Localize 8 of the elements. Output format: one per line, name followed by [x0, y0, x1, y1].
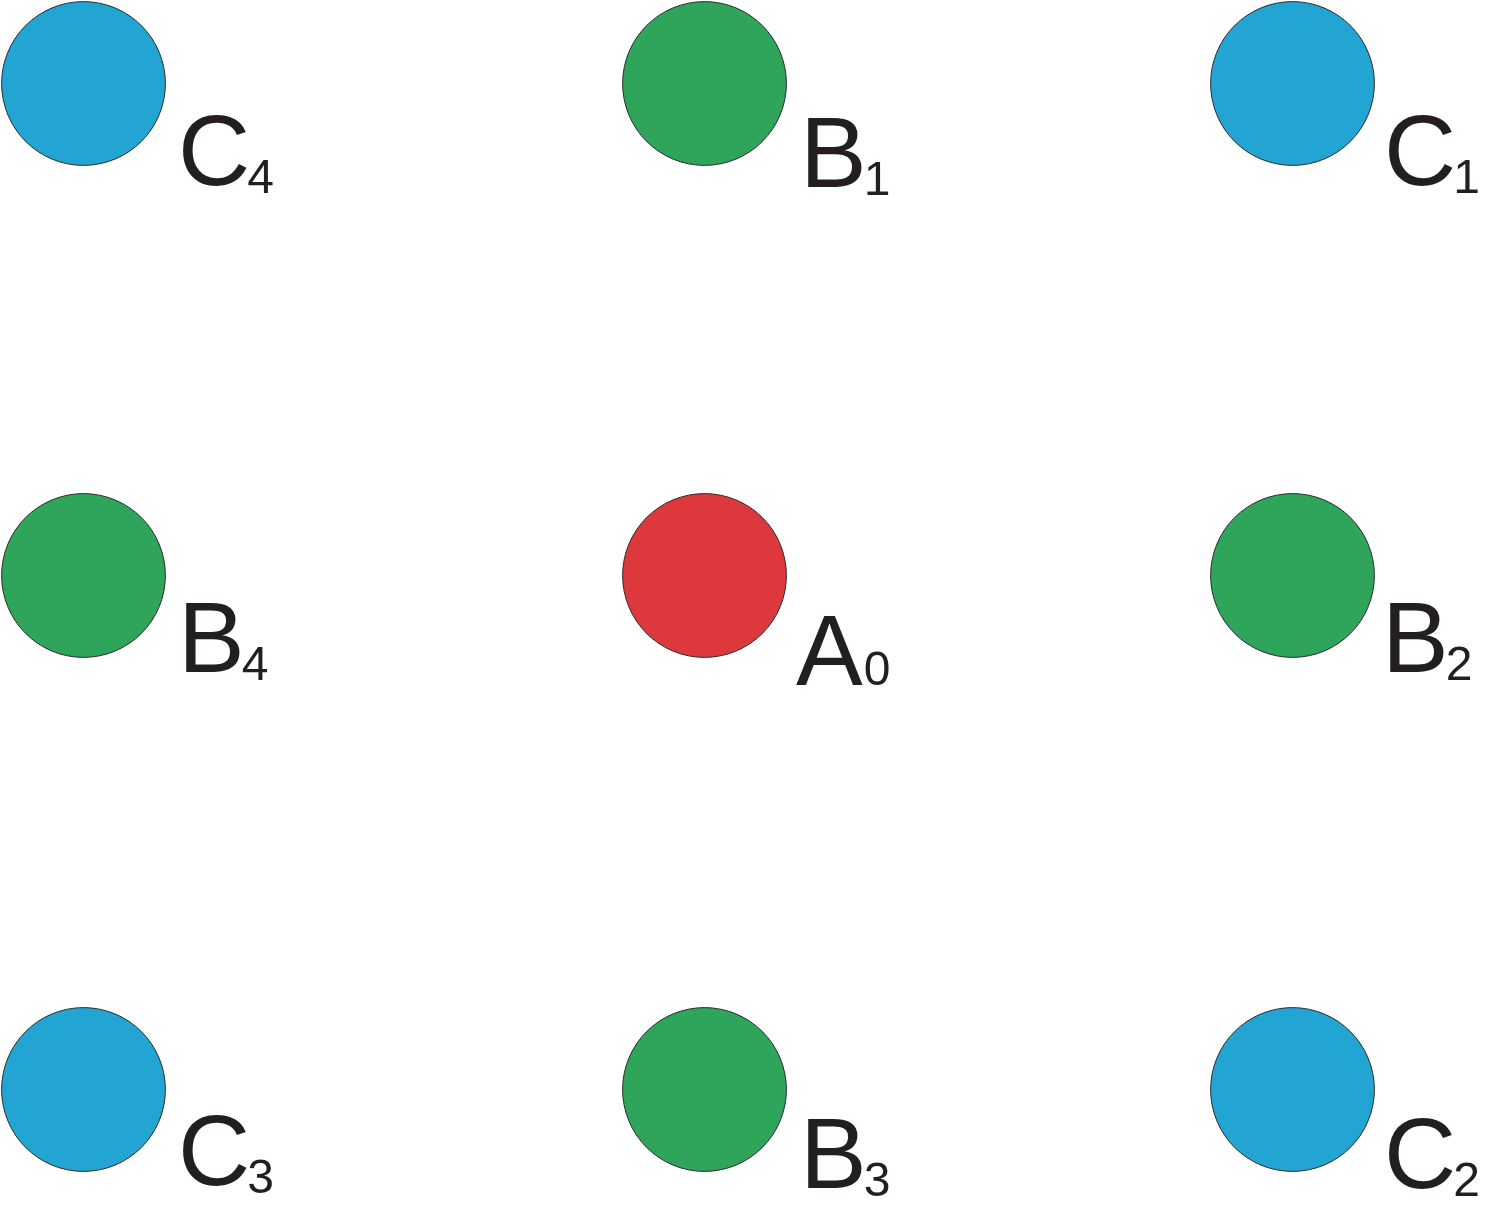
point-label: B$_{2}$	[1382, 587, 1473, 687]
point-label: B$_{4}$	[178, 587, 269, 687]
point-label: C$_{2}$	[1384, 1103, 1480, 1203]
point-label: B$_{1}$	[800, 102, 891, 202]
point-label: C$_{3}$	[178, 1100, 274, 1200]
point-label: C$_{4}$	[178, 100, 274, 200]
point-label: C$_{1}$	[1384, 100, 1480, 200]
point-label: B$_{3}$	[800, 1103, 891, 1203]
